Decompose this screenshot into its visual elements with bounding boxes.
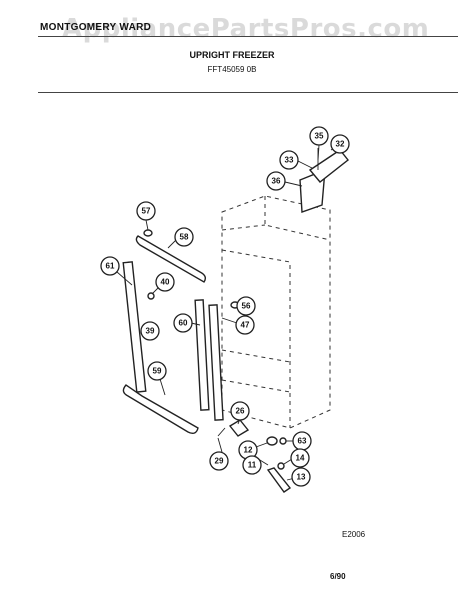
svg-text:11: 11 (248, 461, 257, 470)
svg-text:63: 63 (298, 437, 307, 446)
svg-text:12: 12 (244, 446, 253, 455)
model-number: FFT45059 0B (207, 65, 257, 74)
svg-text:33: 33 (285, 156, 294, 165)
callout-58: 58 (167, 227, 194, 249)
svg-text:40: 40 (161, 278, 170, 287)
svg-text:57: 57 (142, 207, 151, 216)
svg-text:56: 56 (242, 302, 251, 311)
callout-32: 32 (330, 134, 350, 154)
callout-35: 35 (309, 126, 329, 161)
callout-36: 36 (266, 171, 303, 191)
svg-text:29: 29 (215, 457, 224, 466)
callout-40: 40 (151, 272, 175, 295)
door-gasket-frame (122, 235, 224, 435)
diagram-code: E2006 (342, 530, 366, 539)
svg-text:39: 39 (146, 327, 155, 336)
top-hinge-assembly (299, 148, 349, 213)
callout-63: 63 (286, 431, 312, 451)
callout-56: 56 (236, 296, 256, 316)
callout-29: 29 (209, 437, 229, 471)
callout-12: 12 (238, 440, 268, 460)
callout-26: 26 (230, 401, 250, 425)
watermark: AppliancePartsPros.com (62, 14, 430, 44)
cabinet-outline (221, 195, 331, 429)
callout-11: 11 (242, 455, 269, 475)
callout-14: 14 (283, 448, 310, 468)
svg-text:36: 36 (272, 177, 281, 186)
callout-33: 33 (279, 150, 313, 170)
header-rule (38, 36, 458, 37)
callout-59: 59 (147, 361, 167, 396)
svg-text:32: 32 (336, 140, 345, 149)
svg-text:35: 35 (315, 132, 324, 141)
callout-60: 60 (173, 313, 201, 333)
page-date: 6/90 (330, 572, 346, 581)
section-rule (38, 92, 458, 93)
svg-text:26: 26 (236, 407, 245, 416)
svg-text:58: 58 (180, 233, 189, 242)
callout-13: 13 (286, 467, 311, 487)
svg-text:61: 61 (106, 262, 115, 271)
svg-text:13: 13 (297, 473, 306, 482)
svg-text:59: 59 (153, 367, 162, 376)
svg-text:14: 14 (296, 454, 305, 463)
svg-text:47: 47 (241, 321, 250, 330)
brand-label: MONTGOMERY WARD (40, 22, 152, 33)
svg-text:60: 60 (179, 319, 188, 328)
callout-39: 39 (140, 321, 160, 341)
callout-47: 47 (221, 315, 255, 335)
diagram-title: UPRIGHT FREEZER (189, 50, 275, 60)
callout-61: 61 (100, 256, 133, 286)
callout-57: 57 (136, 201, 156, 231)
